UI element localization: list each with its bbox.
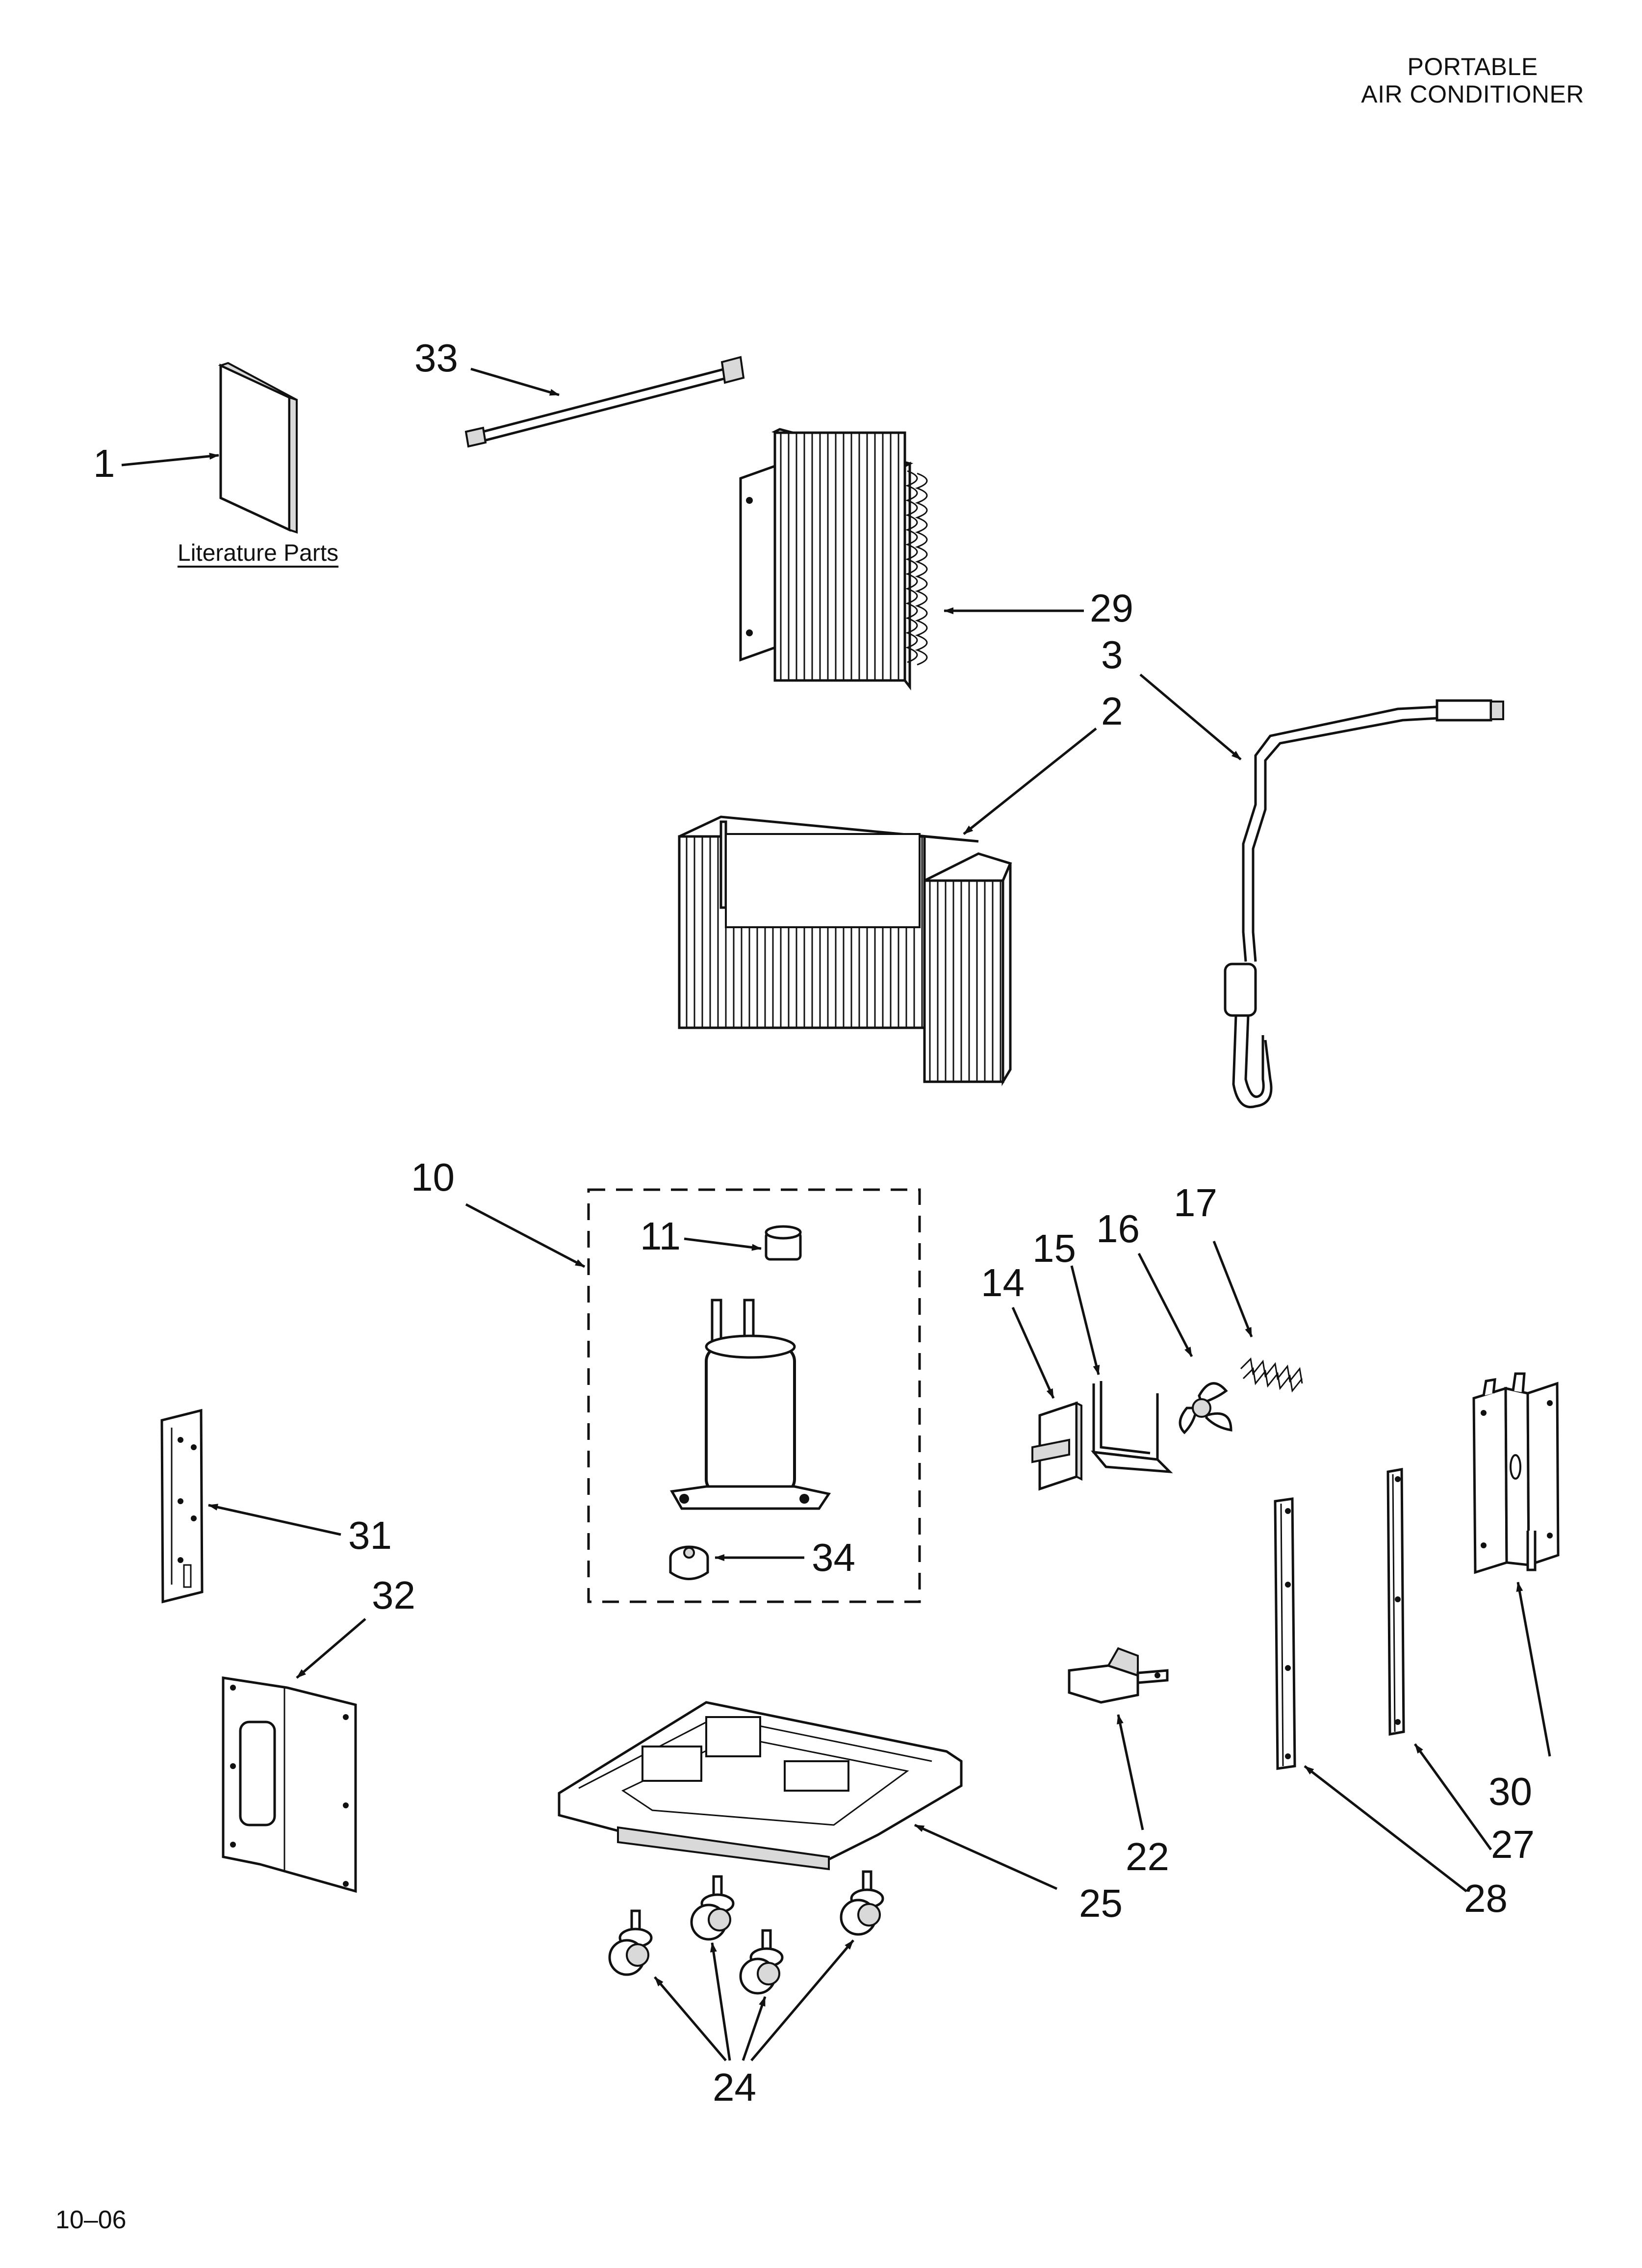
leader-17	[1212, 1241, 1253, 1337]
leader-25	[914, 1824, 1058, 1890]
leader-28	[1304, 1765, 1467, 1892]
literature-parts-label: Literature Parts	[178, 540, 339, 566]
header-line-2: AIR CONDITIONER	[1361, 80, 1584, 108]
callout-22: 22	[1126, 1835, 1169, 1878]
callout-25: 25	[1079, 1881, 1123, 1925]
leader-14	[1011, 1306, 1055, 1399]
part-24-caster-2	[690, 1875, 735, 1941]
compressor	[670, 1299, 831, 1510]
part-25-base-pan	[558, 1701, 963, 1871]
part-28-rail	[1274, 1497, 1296, 1770]
part-22-switch	[1068, 1647, 1169, 1704]
part-30-side-bracket	[1472, 1372, 1560, 1574]
leader-15	[1070, 1265, 1100, 1375]
callout-11: 11	[640, 1214, 681, 1258]
date-code: 10–06	[55, 2206, 127, 2234]
part-14-bracket	[1031, 1401, 1082, 1491]
leader-24c	[742, 1996, 767, 2061]
leader-11	[684, 1237, 762, 1251]
leader-33	[470, 367, 560, 396]
part-17-spring	[1240, 1357, 1303, 1393]
callout-2: 2	[1101, 689, 1123, 733]
part-1-literature	[218, 362, 298, 534]
part-31-panel	[160, 1408, 204, 1604]
leader-27	[1413, 1743, 1492, 1851]
callout-17: 17	[1174, 1181, 1217, 1225]
part-24-caster-1	[608, 1909, 653, 1976]
compressor-kit-boundary	[587, 1188, 921, 1603]
callout-14: 14	[981, 1261, 1025, 1304]
part-24-caster-3	[739, 1929, 784, 1995]
callout-32: 32	[372, 1573, 415, 1617]
part-27-rail	[1386, 1468, 1405, 1736]
callout-28: 28	[1464, 1877, 1508, 1920]
part-33-tube	[464, 356, 745, 448]
part-11-overload-protector	[765, 1225, 802, 1261]
leader-24d	[750, 1939, 854, 2061]
callout-3: 3	[1101, 633, 1123, 677]
leader-30	[1516, 1582, 1551, 1757]
leader-3	[1139, 674, 1242, 760]
callout-27: 27	[1491, 1823, 1535, 1866]
leader-32	[296, 1618, 366, 1679]
callout-30: 30	[1488, 1770, 1532, 1813]
callout-31: 31	[348, 1513, 392, 1557]
header-line-1: PORTABLE	[1407, 53, 1538, 80]
part-3-capillary-tube	[1224, 699, 1504, 1108]
diagram-header: PORTABLE AIR CONDITIONER	[1361, 53, 1584, 108]
leader-10	[465, 1203, 586, 1268]
leader-24a	[654, 1976, 727, 2061]
callout-10: 10	[411, 1155, 455, 1199]
callout-1: 1	[93, 442, 115, 485]
leader-2	[963, 728, 1097, 835]
leader-31	[208, 1504, 341, 1536]
callout-24: 24	[713, 2065, 756, 2109]
callout-15: 15	[1032, 1226, 1076, 1270]
leader-24b	[710, 1942, 731, 2061]
callout-16: 16	[1096, 1207, 1140, 1251]
part-15-u-bracket	[1091, 1381, 1173, 1474]
callout-34: 34	[812, 1536, 855, 1579]
part-16-fan-blade	[1179, 1382, 1232, 1434]
part-24-caster-4	[840, 1870, 884, 1936]
leader-1	[121, 452, 219, 467]
callout-29: 29	[1090, 586, 1133, 630]
part-2-evaporator-coil	[678, 815, 1012, 1087]
part-29-condenser-coil	[739, 428, 928, 691]
callout-33: 33	[414, 336, 458, 380]
leader-16	[1137, 1252, 1193, 1357]
part-32-panel	[222, 1676, 357, 1893]
part-34-grommet	[669, 1545, 709, 1580]
leader-22	[1117, 1714, 1144, 1830]
